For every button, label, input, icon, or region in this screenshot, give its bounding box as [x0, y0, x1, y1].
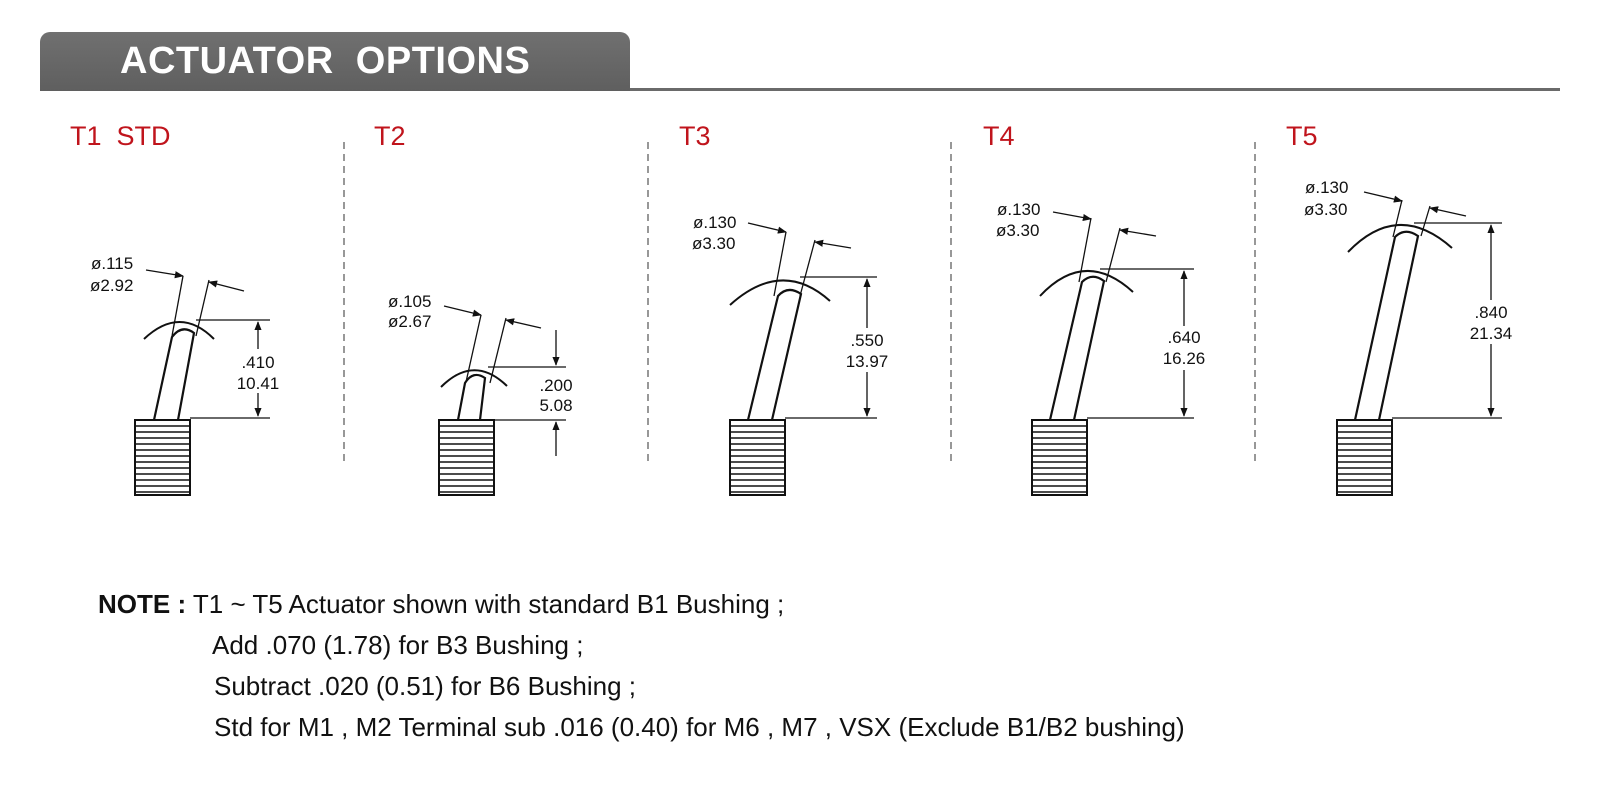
travel-arc	[729, 279, 831, 306]
diameter-inch: ø.130	[1305, 178, 1348, 197]
option-t3: T3 ø.130 ø3.30 .550 13.97	[679, 121, 889, 496]
diameter-mm: ø3.30	[1304, 200, 1347, 219]
option-label: T2	[374, 121, 406, 151]
option-label: T5	[1286, 121, 1318, 151]
header-tab	[40, 32, 630, 91]
diameter-inch: ø.115	[91, 254, 133, 273]
bushing-thread	[729, 419, 786, 496]
height-inch: .410	[241, 353, 274, 372]
diameter-mm: ø2.92	[90, 276, 133, 295]
actuator-drawings: T1 STD ø.115 ø2.92 .410 10.41 T2 ø.10	[70, 121, 1513, 496]
note-line: T1 ~ T5 Actuator shown with standard B1 …	[192, 589, 785, 619]
note-line: Std for M1 , M2 Terminal sub .016 (0.40)…	[214, 712, 1185, 742]
header-rule	[630, 88, 1560, 91]
height-inch: .550	[850, 331, 883, 350]
travel-arc	[1039, 270, 1134, 297]
height-mm: 21.34	[1470, 324, 1513, 343]
travel-arc	[143, 321, 215, 340]
actuator-lever	[456, 373, 487, 421]
actuator-lever	[1353, 230, 1420, 421]
height-inch: .840	[1474, 303, 1507, 322]
option-t2: T2 ø.105 ø2.67 .200 5.08	[374, 121, 573, 496]
bushing-thread	[134, 419, 191, 496]
actuator-lever	[1048, 275, 1106, 421]
height-mm: 5.08	[539, 396, 572, 415]
page-title: ACTUATOR OPTIONS	[120, 40, 531, 82]
diameter-mm: ø3.30	[692, 234, 735, 253]
note-label: NOTE :	[98, 589, 187, 619]
actuator-lever	[152, 328, 196, 421]
diameter-inch: ø.130	[997, 200, 1040, 219]
option-t5: T5 ø.130 ø3.30 .840 21.34	[1286, 121, 1513, 496]
height-mm: 10.41	[237, 374, 280, 393]
option-t4: T4 ø.130 ø3.30 .640 16.26	[983, 121, 1206, 496]
option-label: T4	[983, 121, 1015, 151]
actuator-lever	[746, 288, 803, 421]
height-inch: .200	[539, 376, 572, 395]
diameter-mm: ø2.67	[388, 312, 431, 331]
option-label: T1 STD	[70, 121, 171, 151]
option-t1: T1 STD ø.115 ø2.92 .410 10.41	[70, 121, 280, 496]
height-mm: 13.97	[846, 352, 889, 371]
diameter-mm: ø3.30	[996, 221, 1039, 240]
bushing-thread	[438, 419, 495, 496]
bushing-thread	[1336, 419, 1393, 496]
note-line: Add .070 (1.78) for B3 Bushing ;	[212, 630, 584, 660]
diameter-inch: ø.130	[693, 213, 736, 232]
note-block: NOTE : T1 ~ T5 Actuator shown with stand…	[98, 589, 784, 620]
height-mm: 16.26	[1163, 349, 1206, 368]
bushing-thread	[1031, 419, 1088, 496]
diameter-inch: ø.105	[388, 292, 431, 311]
travel-arc	[1347, 224, 1453, 253]
option-label: T3	[679, 121, 711, 151]
height-inch: .640	[1167, 328, 1200, 347]
travel-arc	[440, 369, 508, 388]
note-line: Subtract .020 (0.51) for B6 Bushing ;	[214, 671, 637, 701]
